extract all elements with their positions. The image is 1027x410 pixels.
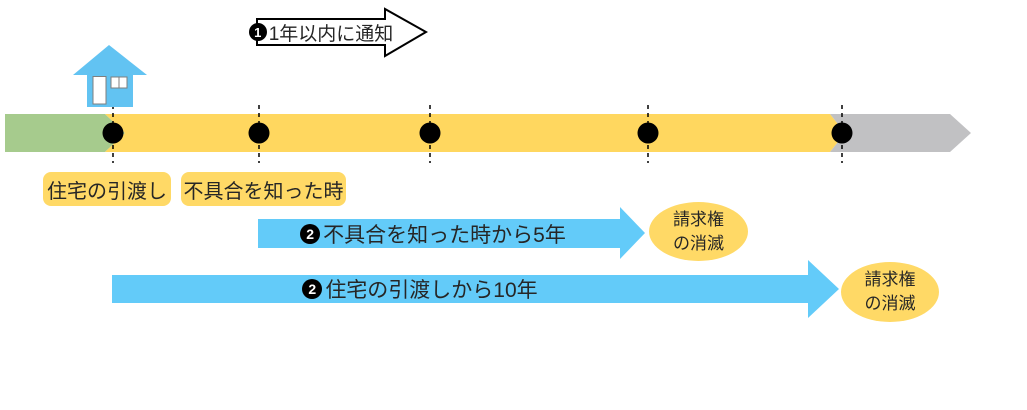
notify-arrow-label: 1 1年以内に通知 [248, 19, 393, 45]
outcome-5y-line2: の消滅 [673, 233, 724, 253]
house-icon [73, 45, 147, 107]
timeline-dot [637, 122, 659, 144]
period-arrow-5y-text: 不具合を知った時から5年 [323, 223, 566, 247]
timeline-segment-liability-period [105, 114, 845, 152]
house-door [92, 76, 107, 105]
notify-arrow-text: 1年以内に通知 [268, 23, 394, 45]
milestone-label-defect-known: 不具合を知った時 [181, 172, 346, 206]
badge-2-icon: 2 [300, 223, 321, 244]
period-arrow-10y-text: 住宅の引渡しから10年 [325, 279, 538, 302]
milestone-label-handover: 住宅の引渡し [43, 172, 171, 206]
period-arrow-10y-shape [112, 260, 839, 318]
timeline-dashed-lines [112, 105, 843, 163]
timeline-dot [831, 122, 853, 144]
milestone-handover-text: 住宅の引渡し [47, 180, 167, 203]
timeline-segment-after-period [830, 114, 971, 152]
period-arrow-5y-shape [258, 207, 645, 259]
period-arrow-5y-label: 2 不具合を知った時から5年 [258, 219, 608, 248]
period-arrow-10y-label: 2 住宅の引渡しから10年 [112, 275, 728, 303]
timeline-segment-before-handover [5, 114, 125, 152]
timeline-dot [102, 122, 124, 144]
outcome-ellipse-5y: 請求権 の消滅 [649, 202, 748, 261]
outcome-5y-line1: 請求権 [673, 209, 724, 229]
outcome-10y-line2: の消滅 [864, 294, 916, 313]
outcome-10y-line1: 請求権 [864, 270, 916, 290]
milestone-defect-known-text: 不具合を知った時 [183, 180, 344, 203]
badge-2-icon: 2 [302, 279, 323, 299]
timeline-dot [419, 122, 441, 144]
timeline-dot [248, 122, 270, 144]
timeline-dots [102, 122, 853, 144]
outcome-ellipse-10y: 請求権 の消滅 [841, 262, 939, 322]
badge-1-icon: 1 [248, 23, 267, 41]
notify-arrow-shape [256, 7, 429, 58]
